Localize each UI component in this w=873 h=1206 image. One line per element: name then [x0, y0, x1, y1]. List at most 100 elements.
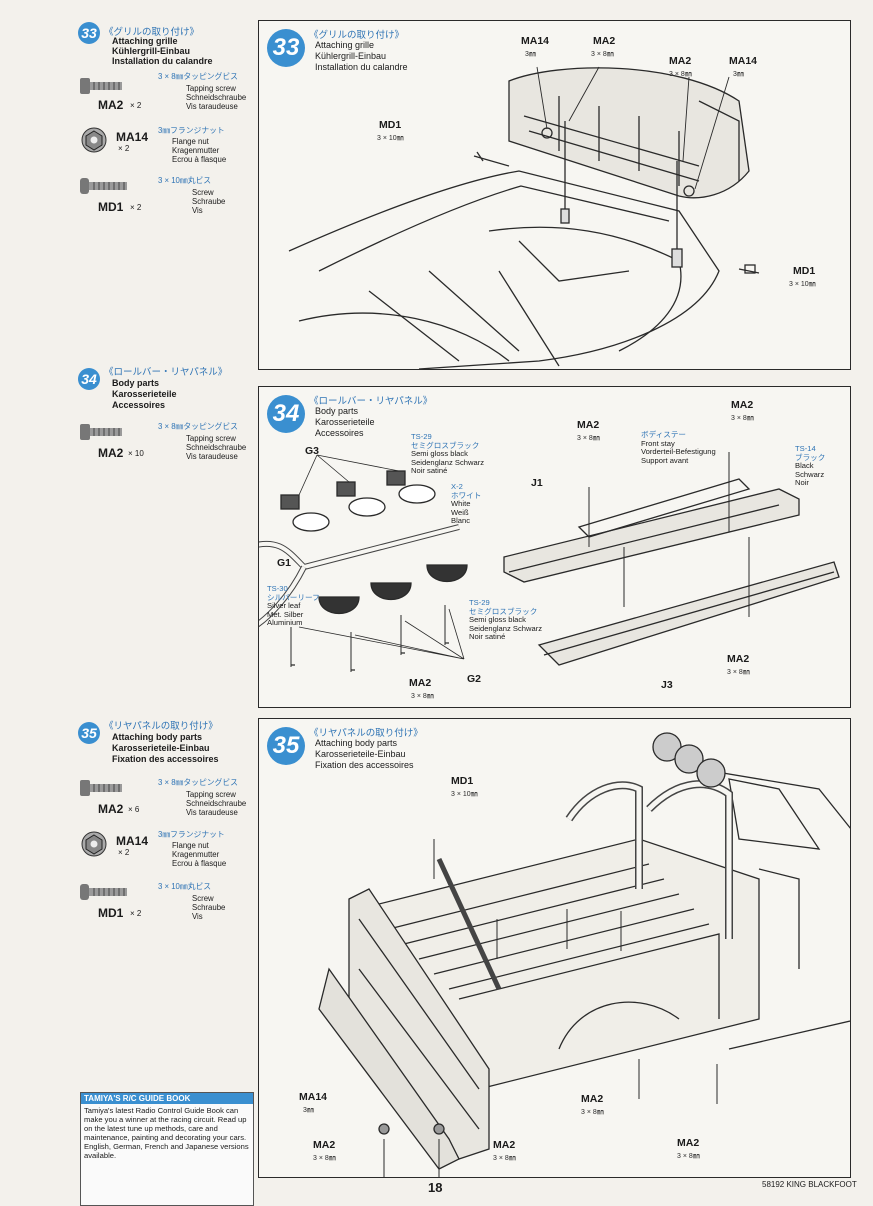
- part-label-j3: J3: [661, 679, 673, 691]
- label-ma14: MA14: [299, 1091, 328, 1103]
- label-md1: MD1: [451, 775, 474, 787]
- paint-note-x2: X-2 ホワイト White Weiß Blanc: [451, 482, 482, 526]
- step-title-jp: 《グリルの取り付け》: [104, 27, 200, 38]
- part-qty: × 6: [128, 805, 140, 814]
- paint-note-ts30: TS-30 シルバーリーフ Silver leaf Met. Silber Al…: [267, 584, 320, 628]
- truck-bed-assembly-drawing: [318, 732, 850, 1177]
- part-label-j1: J1: [531, 477, 543, 489]
- label-md1: MD1: [793, 265, 816, 277]
- step-number-badge: 34: [267, 395, 305, 433]
- step-title-de: Kühlergrill-Einbau: [112, 46, 191, 56]
- step-title-en: Body parts: [112, 378, 160, 388]
- part-size: 3 × 10㎜丸ビス: [158, 882, 212, 891]
- part-name-fr: Vis: [192, 206, 203, 215]
- step-title-en: Attaching body parts: [315, 738, 398, 748]
- step-title-jp: 《ロールバー・リヤパネル》: [104, 367, 228, 378]
- part-qty: × 2: [130, 101, 142, 110]
- step-title-en: Attaching body parts: [112, 732, 203, 742]
- step-title-fr: Fixation des accessoires: [112, 754, 219, 764]
- label-size: 3 × 8㎜: [727, 669, 750, 676]
- guide-book-box: TAMIYA'S R/C GUIDE BOOK Tamiya's latest …: [80, 1092, 254, 1206]
- step-title-jp: 《グリルの取り付け》: [309, 30, 405, 41]
- part-qty: × 2: [130, 909, 142, 918]
- step-title-en: Attaching grille: [112, 36, 178, 46]
- part-name-fr: Vis taraudeuse: [186, 102, 238, 111]
- part-size: 3㎜フランジナット: [158, 830, 225, 839]
- part-name-fr: Vis taraudeuse: [186, 452, 238, 461]
- part-name-en: Tapping screw: [186, 84, 236, 93]
- label-size: 3 × 8㎜: [577, 435, 600, 442]
- part-name-en: Flange nut: [172, 137, 209, 146]
- part-size: 3㎜フランジナット: [158, 126, 225, 135]
- part-name-de: Kragenmutter: [172, 146, 220, 155]
- guide-book-title: TAMIYA'S R/C GUIDE BOOK: [81, 1093, 253, 1104]
- step34-diagram-panel: 34 《ロールバー・リヤパネル》 Body parts Karosseriete…: [258, 386, 851, 708]
- step-number-badge: 35: [78, 722, 100, 744]
- step-number-badge: 34: [78, 368, 100, 390]
- label-size: 3㎜: [303, 1107, 314, 1114]
- part-code: MA2: [98, 802, 124, 816]
- label-size: 3 × 8㎜: [591, 51, 614, 58]
- step-number-badge: 33: [267, 29, 305, 67]
- step-number-badge: 35: [267, 727, 305, 765]
- part-name-en: Flange nut: [172, 841, 209, 850]
- label-size: 3 × 8㎜: [411, 693, 434, 700]
- part-name-fr: Vis taraudeuse: [186, 808, 238, 817]
- label-ma2: MA2: [313, 1139, 336, 1151]
- part-name-en: Screw: [192, 188, 214, 197]
- paint-note-ts29: TS-29 セミグロスブラック Semi gloss black Seideng…: [411, 432, 485, 476]
- label-ma2: MA2: [409, 677, 432, 689]
- part-size: 3 × 8㎜タッピングビス: [158, 72, 238, 81]
- step-title-de: Karosserieteile: [315, 417, 375, 427]
- page-number: 18: [428, 1180, 443, 1195]
- label-ma2: MA2: [677, 1137, 700, 1149]
- step-title-jp: 《リヤパネルの取り付け》: [104, 721, 218, 732]
- part-code: MA2: [98, 446, 124, 460]
- guide-book-text: Tamiya's latest Radio Control Guide Book…: [84, 1106, 249, 1160]
- part-label-g3: G3: [305, 445, 320, 457]
- part-name-de: Schneidschraube: [186, 93, 247, 102]
- front-stay-note: ボディステー Front stay Vorderteil-Befestigung…: [641, 430, 716, 465]
- grille-assembly-drawing: [288, 66, 760, 369]
- label-size: 3 × 8㎜: [731, 415, 754, 422]
- model-name: 58192 KING BLACKFOOT: [762, 1180, 857, 1189]
- part-code: MA14: [116, 130, 149, 144]
- part-name-de: Schraube: [192, 903, 226, 912]
- part-label-g2: G2: [467, 673, 482, 685]
- step33-diagram-panel: 33 《グリルの取り付け》 Attaching grille Kühlergri…: [258, 20, 851, 370]
- step-title-fr: Accessoires: [112, 400, 166, 410]
- label-ma2: MA2: [593, 35, 616, 47]
- part-qty: × 2: [118, 848, 130, 857]
- step35-diagram-panel: 35 《リヤパネルの取り付け》 Attaching body parts Kar…: [258, 718, 851, 1178]
- step-title-fr: Installation du calandre: [315, 62, 408, 72]
- label-md1: MD1: [379, 119, 402, 131]
- part-name-de: Kragenmutter: [172, 850, 220, 859]
- step-title-fr: Installation du calandre: [112, 56, 213, 66]
- label-ma14: MA14: [521, 35, 550, 47]
- step-title-jp: 《リヤパネルの取り付け》: [309, 728, 423, 739]
- label-size: 3 × 8㎜: [677, 1153, 700, 1160]
- part-qty: × 2: [118, 144, 130, 153]
- part-name-de: Schraube: [192, 197, 226, 206]
- part-code: MA14: [116, 834, 149, 848]
- label-size: 3 × 10㎜: [451, 791, 478, 798]
- label-size: 3 × 8㎜: [313, 1155, 336, 1162]
- rollbar-rear-panel-drawing: [259, 452, 840, 672]
- step-title-de: Karosserieteile: [112, 389, 177, 399]
- label-ma2: MA2: [577, 419, 600, 431]
- label-ma2: MA2: [669, 55, 692, 67]
- step-title-jp: 《ロールバー・リヤパネル》: [309, 396, 433, 407]
- part-label-g1: G1: [277, 557, 292, 569]
- step-title-en: Attaching grille: [315, 40, 375, 50]
- part-size: 3 × 8㎜タッピングビス: [158, 778, 238, 787]
- step-title-de: Kühlergrill-Einbau: [315, 51, 387, 61]
- part-name-fr: Ecrou à flasque: [172, 859, 227, 868]
- step-title-en: Body parts: [315, 406, 359, 416]
- part-size: 3 × 10㎜丸ビス: [158, 176, 212, 185]
- label-ma2: MA2: [581, 1093, 604, 1105]
- label-ma14: MA14: [729, 55, 758, 67]
- label-size: 3 × 10㎜: [789, 281, 816, 288]
- part-code: MA2: [98, 98, 124, 112]
- part-name-en: Screw: [192, 894, 214, 903]
- part-code: MD1: [98, 906, 124, 920]
